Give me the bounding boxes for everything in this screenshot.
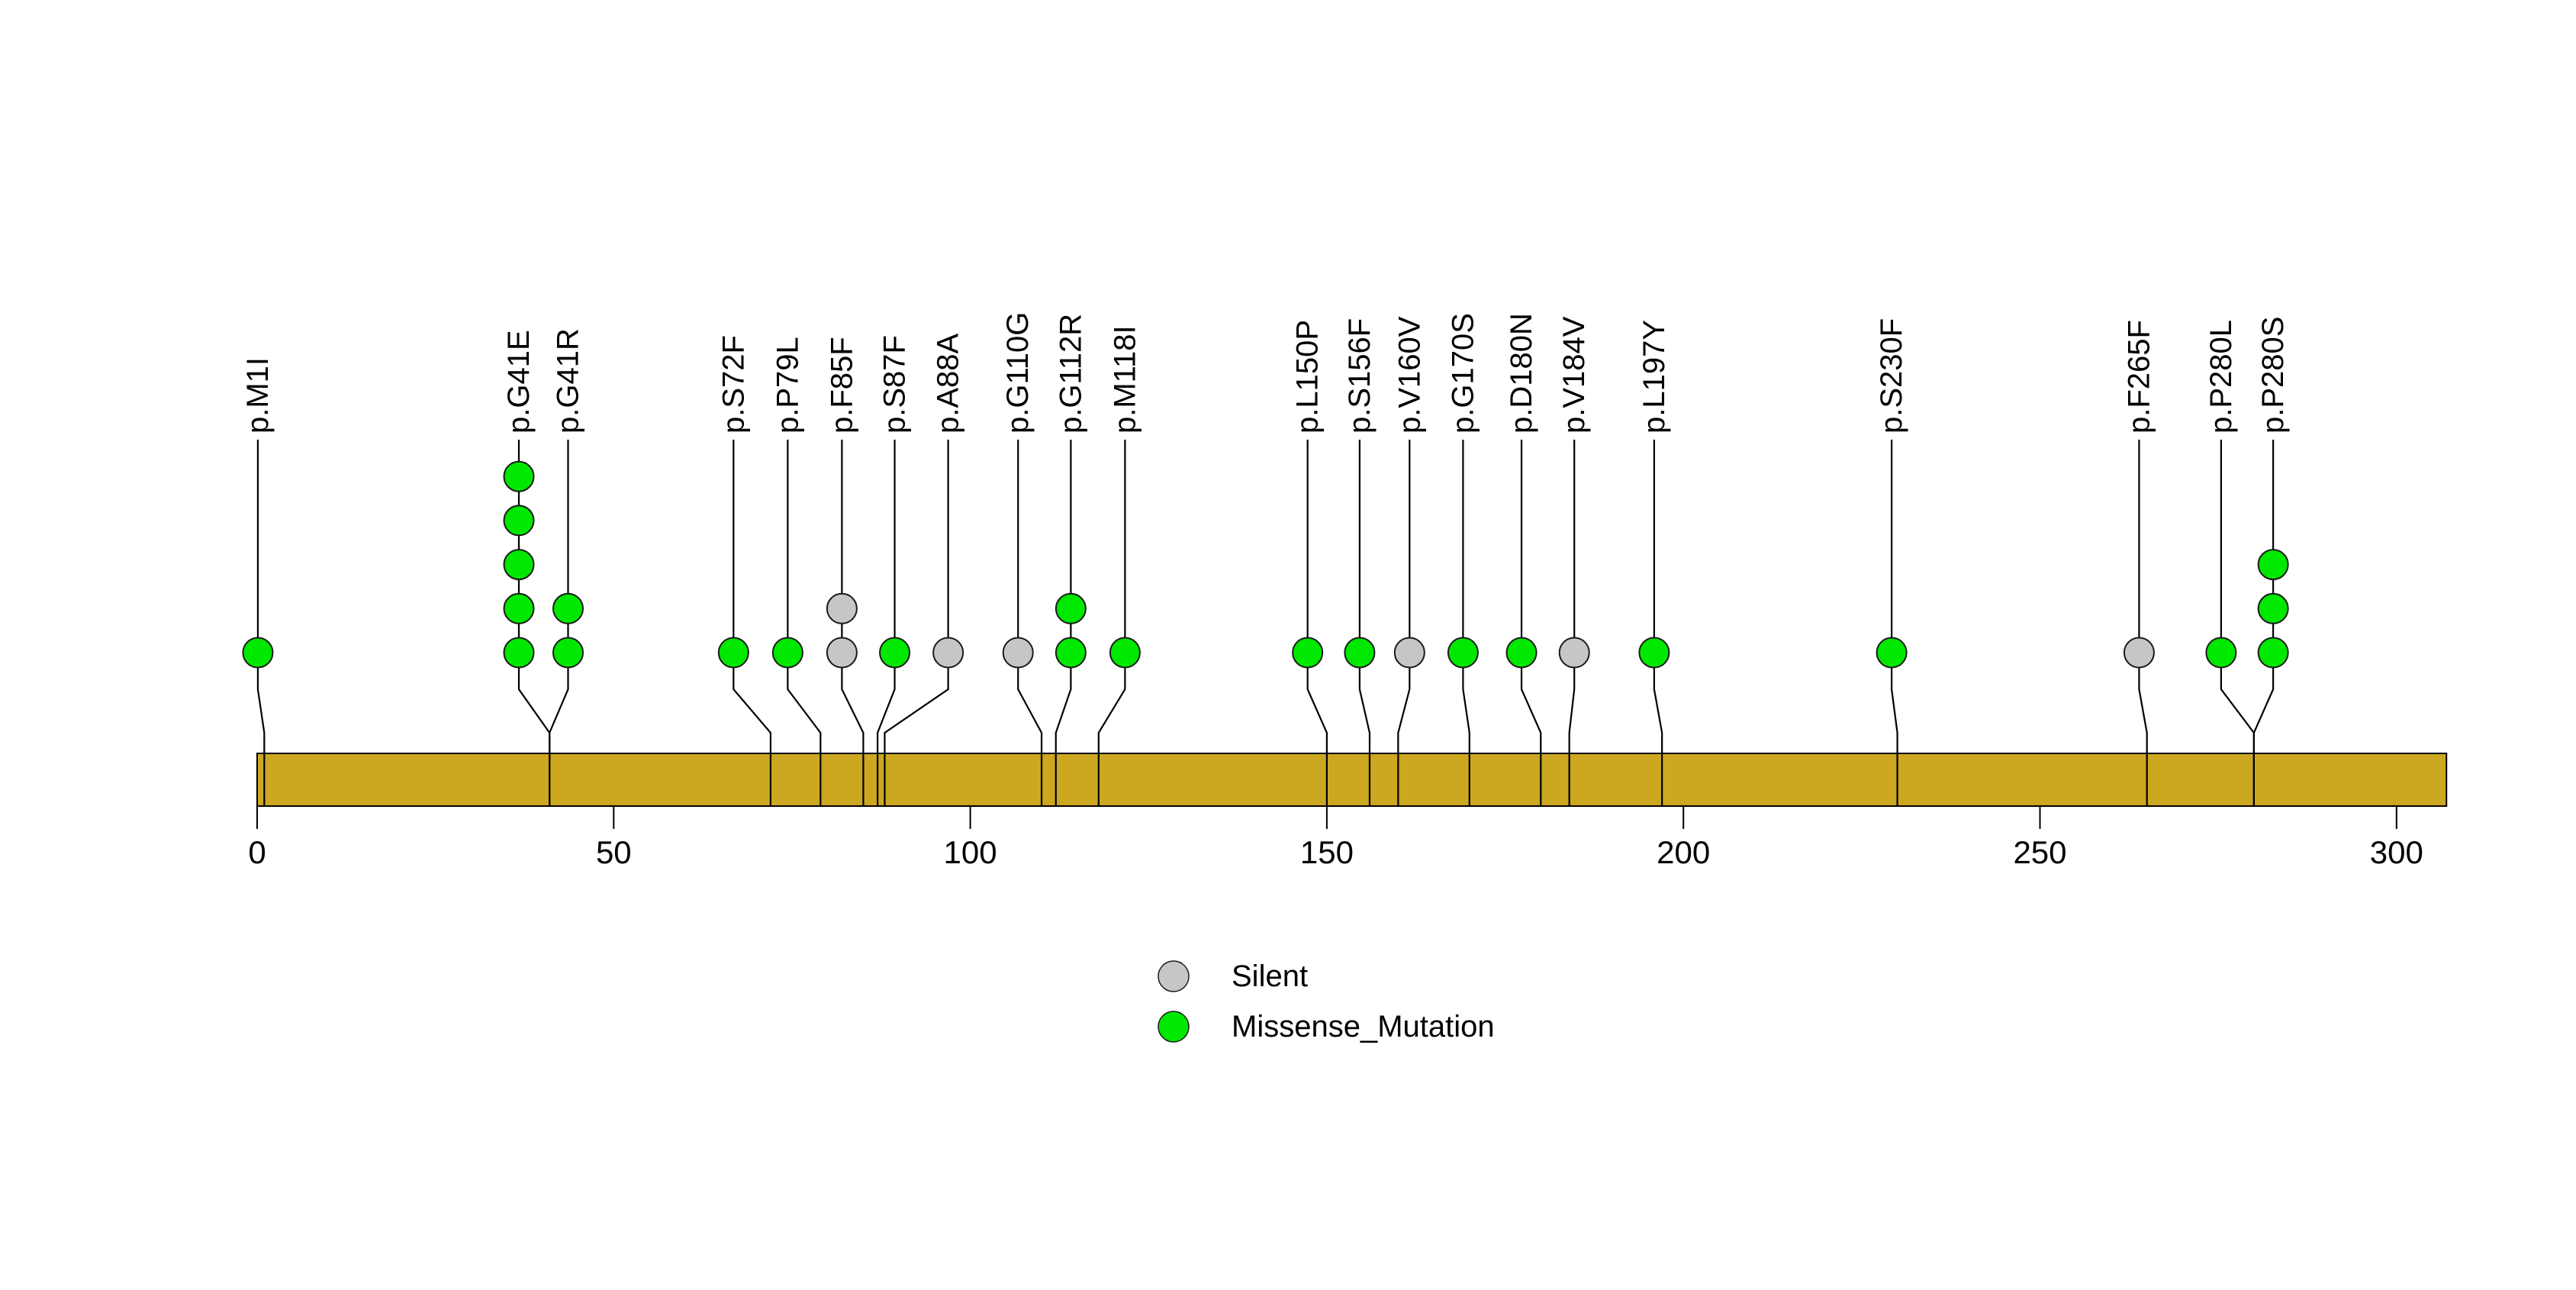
- mutation-label: p.F85F: [825, 337, 858, 434]
- mutation-stem: [1017, 440, 1043, 806]
- mutation-label: p.A88A: [932, 333, 965, 434]
- mutation-label: p.G110G: [1001, 312, 1035, 434]
- legend-swatch-missense-mutation: [1158, 1011, 1190, 1043]
- mutation-stem: [1306, 440, 1328, 806]
- mutation-stem: [1462, 440, 1470, 806]
- mutation-stem: [1653, 440, 1663, 806]
- mutation-stem: [841, 440, 865, 806]
- mutation-lollipop-circle: [503, 460, 535, 492]
- mutation-stem: [1097, 440, 1126, 806]
- axis-tick-label: 0: [248, 834, 266, 870]
- mutation-lollipop-circle: [1109, 637, 1141, 669]
- mutation-lollipop-circle: [1055, 592, 1087, 624]
- mutation-stem: [549, 440, 569, 806]
- mutation-stem: [1397, 440, 1411, 806]
- mutation-lollipop-circle: [503, 592, 535, 624]
- mutation-lollipop-circle: [1292, 637, 1324, 669]
- mutation-label: p.M1I: [241, 357, 275, 434]
- mutation-stem: [2220, 440, 2255, 806]
- mutation-stem: [256, 440, 266, 806]
- mutation-label: p.D180N: [1505, 313, 1538, 434]
- mutation-lollipop-circle: [1876, 637, 1908, 669]
- mutation-stem: [1520, 440, 1542, 806]
- mutation-stem: [787, 440, 822, 806]
- mutation-label: p.S87F: [878, 335, 912, 434]
- mutation-lollipop-circle: [503, 549, 535, 581]
- mutation-lollipop-circle: [503, 637, 535, 669]
- legend-swatch-silent: [1158, 960, 1190, 992]
- axis-tick-label: 300: [2370, 834, 2423, 870]
- mutation-stem: [1055, 440, 1072, 806]
- mutation-label: p.G112R: [1054, 314, 1087, 434]
- mutation-stem: [1891, 440, 1898, 806]
- mutation-lollipop-circle: [1558, 637, 1590, 669]
- mutation-lollipop-circle: [2123, 637, 2155, 669]
- mutation-lollipop-circle: [1393, 637, 1425, 669]
- mutation-lollipop-circle: [1638, 637, 1670, 669]
- mutation-lollipop-circle: [2257, 637, 2289, 669]
- mutation-label: p.L197Y: [1637, 320, 1671, 434]
- mutation-lollipop-circle: [242, 637, 274, 669]
- mutation-label: p.S72F: [716, 335, 750, 434]
- mutation-label: p.G41R: [551, 328, 584, 434]
- mutation-stem: [1568, 440, 1576, 806]
- mutation-lollipop-circle: [717, 637, 749, 669]
- mutation-lollipop-circle: [826, 637, 858, 669]
- mutation-lollipop-circle: [503, 505, 535, 537]
- mutation-lollipop-circle: [1447, 637, 1479, 669]
- legend-label-silent: Silent: [1232, 959, 1308, 993]
- mutation-lollipop-circle: [1505, 637, 1538, 669]
- mutation-label: p.V160V: [1393, 316, 1426, 434]
- mutation-label: p.F265F: [2122, 320, 2156, 434]
- mutation-label: p.L150P: [1291, 320, 1325, 434]
- axis-tick-label: 250: [2013, 834, 2066, 870]
- mutation-label: p.S230F: [1875, 318, 1908, 434]
- mutation-lollipop-circle: [879, 637, 911, 669]
- mutation-stem: [733, 440, 772, 806]
- mutation-lollipop-circle: [932, 637, 964, 669]
- mutation-lollipop-circle: [552, 637, 584, 669]
- mutation-label: p.P79L: [771, 337, 804, 434]
- mutation-label: p.P280S: [2256, 317, 2290, 434]
- axis-tick-label: 100: [944, 834, 997, 870]
- mutation-label: p.M118I: [1108, 325, 1141, 434]
- mutation-lollipop-circle: [2257, 592, 2289, 624]
- axis-tick-label: 200: [1657, 834, 1710, 870]
- mutation-label: p.G41E: [502, 330, 536, 434]
- mutation-lollipop-circle: [2205, 637, 2237, 669]
- mutation-lollipop-circle: [1002, 637, 1034, 669]
- protein-domain-bar: [256, 753, 2448, 807]
- mutation-label: p.P280L: [2204, 320, 2238, 434]
- mutation-label: p.V184V: [1557, 316, 1591, 434]
- axis-tick-label: 150: [1300, 834, 1354, 870]
- mutation-lollipop-circle: [1344, 637, 1376, 669]
- mutation-stem: [884, 440, 949, 806]
- mutation-lollipop-circle: [826, 592, 858, 624]
- mutation-lollipop-circle: [2257, 549, 2289, 581]
- legend-label-missense-mutation: Missense_Mutation: [1232, 1010, 1495, 1043]
- mutation-lollipop-circle: [771, 637, 803, 669]
- mutation-lollipop-circle: [1055, 637, 1087, 669]
- mutation-lollipop-circle: [552, 592, 584, 624]
- mutation-stem: [2138, 440, 2148, 806]
- mutation-stem: [1358, 440, 1371, 806]
- mutation-label: p.G170S: [1446, 313, 1480, 434]
- axis-tick-label: 50: [596, 834, 632, 870]
- mutation-stem: [877, 440, 896, 806]
- mutation-label: p.S156F: [1343, 318, 1377, 434]
